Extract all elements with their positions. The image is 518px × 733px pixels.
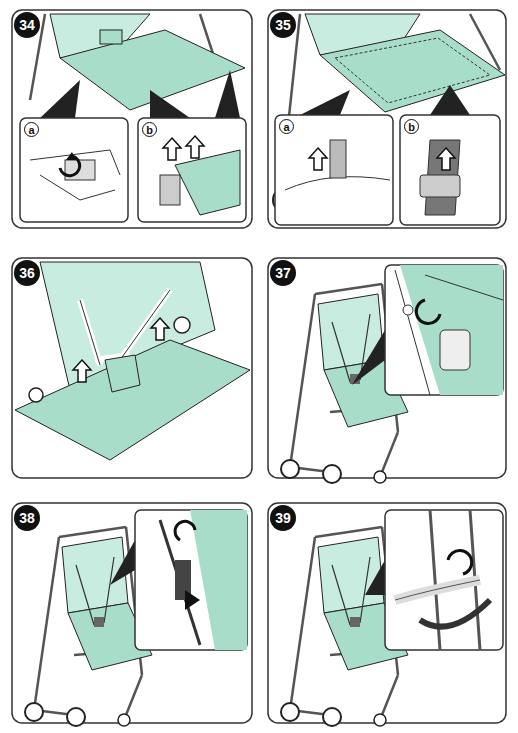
step-number: 34 xyxy=(19,17,35,33)
inset-letter: b xyxy=(142,122,157,137)
step-number-circle: 38 xyxy=(14,505,40,531)
panel-38-art xyxy=(25,510,247,726)
step-number: 35 xyxy=(275,17,291,33)
step-number-circle: 39 xyxy=(270,505,296,531)
step-number: 39 xyxy=(275,510,291,526)
step-number-circle: 34 xyxy=(14,12,40,38)
step-number-circle: 35 xyxy=(270,12,296,38)
step-number-circle: 37 xyxy=(270,260,296,286)
step-number: 36 xyxy=(19,265,35,281)
inset-letter: a xyxy=(24,122,39,137)
panel-34-art xyxy=(20,14,246,222)
inset-letter-text: b xyxy=(408,121,415,133)
panel-36-art xyxy=(15,262,250,460)
inset-letter-text: a xyxy=(28,124,34,136)
step-number-circle: 36 xyxy=(14,260,40,286)
panel-37-art xyxy=(281,265,503,483)
inset-letter-text: a xyxy=(283,121,289,133)
step-number: 37 xyxy=(275,265,291,281)
step-number: 38 xyxy=(19,510,35,526)
inset-letter: a xyxy=(279,119,294,134)
panel-39-art xyxy=(281,510,503,726)
panel-35-art xyxy=(273,14,505,225)
inset-letter: b xyxy=(404,119,419,134)
inset-letter-text: b xyxy=(146,124,153,136)
